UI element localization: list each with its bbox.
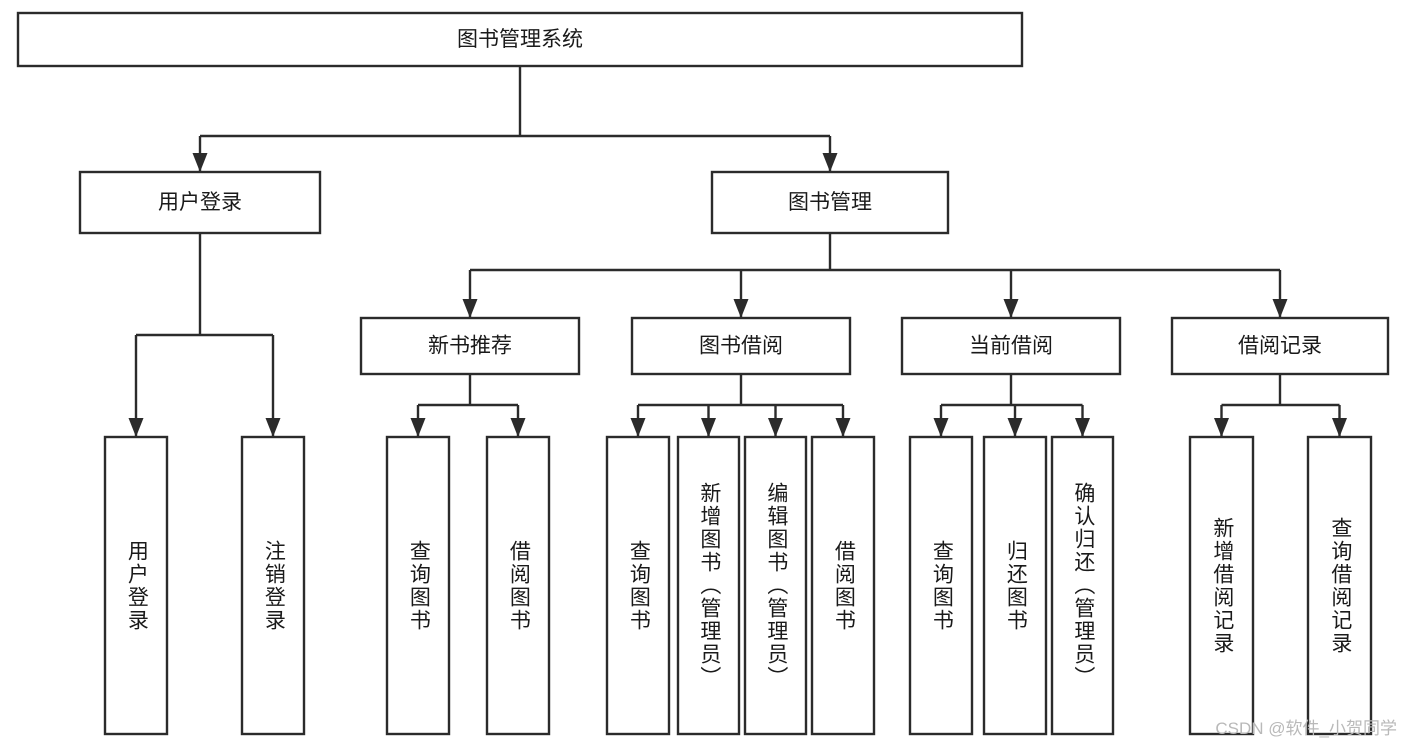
- edge-arrowhead: [630, 418, 646, 437]
- node-label-book-management: 图书管理: [788, 191, 872, 214]
- node-box-leaf-return-books[interactable]: [982, 435, 1048, 736]
- node-label-new-book-recommend: 新书推荐: [428, 335, 512, 358]
- node-box-user-login[interactable]: [78, 170, 322, 235]
- edge-arrowhead: [1075, 418, 1090, 437]
- edge-arrowhead: [265, 418, 281, 437]
- node-box-leaf-query-books-2[interactable]: [605, 435, 671, 736]
- edge-arrowhead: [1332, 418, 1347, 437]
- node-box-leaf-borrow-books-2[interactable]: [810, 435, 876, 736]
- node-box-leaf-user-login[interactable]: [103, 435, 169, 736]
- node-label-book-borrow: 图书借阅: [699, 335, 783, 358]
- edge-arrowhead: [701, 418, 716, 437]
- node-box-current-borrow[interactable]: [900, 316, 1122, 376]
- node-box-leaf-add-borrow-record[interactable]: [1188, 435, 1255, 736]
- node-box-leaf-logout[interactable]: [240, 435, 306, 736]
- node-box-leaf-query-books-1[interactable]: [385, 435, 451, 736]
- node-label-root: 图书管理系统: [457, 28, 583, 51]
- edge-arrowhead: [733, 299, 749, 318]
- node-box-book-borrow[interactable]: [630, 316, 852, 376]
- edge-arrowhead: [192, 153, 208, 172]
- node-box-book-management[interactable]: [710, 170, 950, 235]
- node-box-root[interactable]: [16, 11, 1024, 68]
- edge-arrowhead: [410, 418, 426, 437]
- node-box-new-book-recommend[interactable]: [359, 316, 581, 376]
- node-box-leaf-borrow-books-1[interactable]: [485, 435, 551, 736]
- node-box-leaf-edit-book-admin[interactable]: [743, 435, 808, 736]
- edge-arrowhead: [835, 418, 851, 437]
- node-box-leaf-confirm-return[interactable]: [1050, 435, 1115, 736]
- edge-arrowhead: [933, 418, 949, 437]
- node-box-borrow-record[interactable]: [1170, 316, 1390, 376]
- edge-arrowhead: [1272, 299, 1288, 318]
- edge-arrowhead: [822, 153, 838, 172]
- watermark-text: CSDN @软件_小贺同学: [1215, 719, 1397, 738]
- edge-arrowhead: [768, 418, 783, 437]
- edge-arrowhead: [1007, 418, 1023, 437]
- node-box-leaf-add-book-admin[interactable]: [676, 435, 741, 736]
- edge-arrowhead: [128, 418, 144, 437]
- edge-arrowhead: [1003, 299, 1019, 318]
- nodes-layer: [16, 11, 1390, 736]
- node-label-user-login: 用户登录: [158, 191, 242, 214]
- node-label-current-borrow: 当前借阅: [969, 335, 1053, 358]
- edge-arrowhead: [510, 418, 526, 437]
- edge-arrowhead: [1214, 418, 1229, 437]
- edges-layer: [128, 66, 1347, 437]
- node-box-leaf-query-borrow-record[interactable]: [1306, 435, 1373, 736]
- node-label-borrow-record: 借阅记录: [1238, 335, 1322, 358]
- edge-arrowhead: [462, 299, 478, 318]
- node-box-leaf-query-books-3[interactable]: [908, 435, 974, 736]
